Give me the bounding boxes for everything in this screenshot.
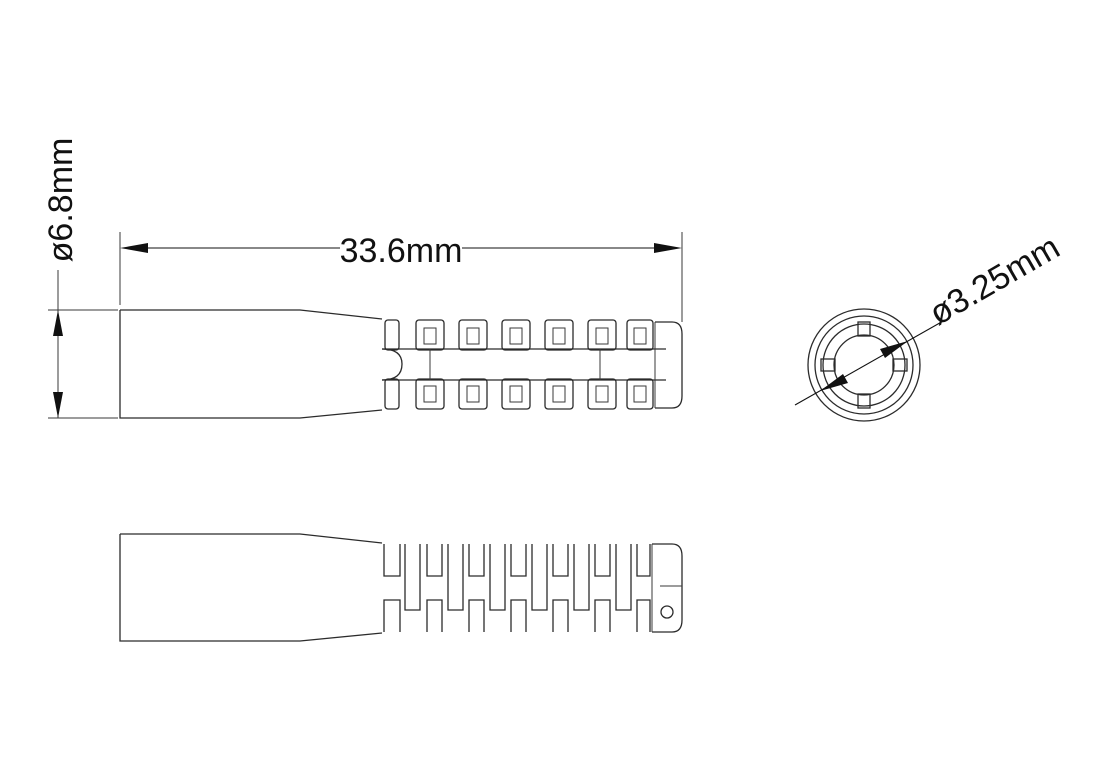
inner-diameter-leader [794, 319, 946, 406]
inner-diameter-arrow-left [820, 374, 848, 391]
side-view-top [119, 309, 683, 419]
length-label: 33.6mm [340, 232, 463, 270]
inner-diameter-label: ø3.25mm [923, 228, 1066, 333]
outer-diameter-label: ø6.8mm [42, 138, 80, 263]
outer-diameter-dimension: ø6.8mm [42, 138, 118, 419]
inner-diameter-arrow-right [880, 341, 908, 358]
length-arrow-right [654, 243, 682, 253]
length-dimension: 33.6mm [119, 232, 683, 322]
side-view-bottom [119, 533, 683, 642]
length-arrow-left [120, 243, 148, 253]
diameter-arrow-bottom [53, 392, 63, 418]
diameter-arrow-top [53, 310, 63, 336]
end-view: ø3.25mm [794, 228, 1066, 422]
